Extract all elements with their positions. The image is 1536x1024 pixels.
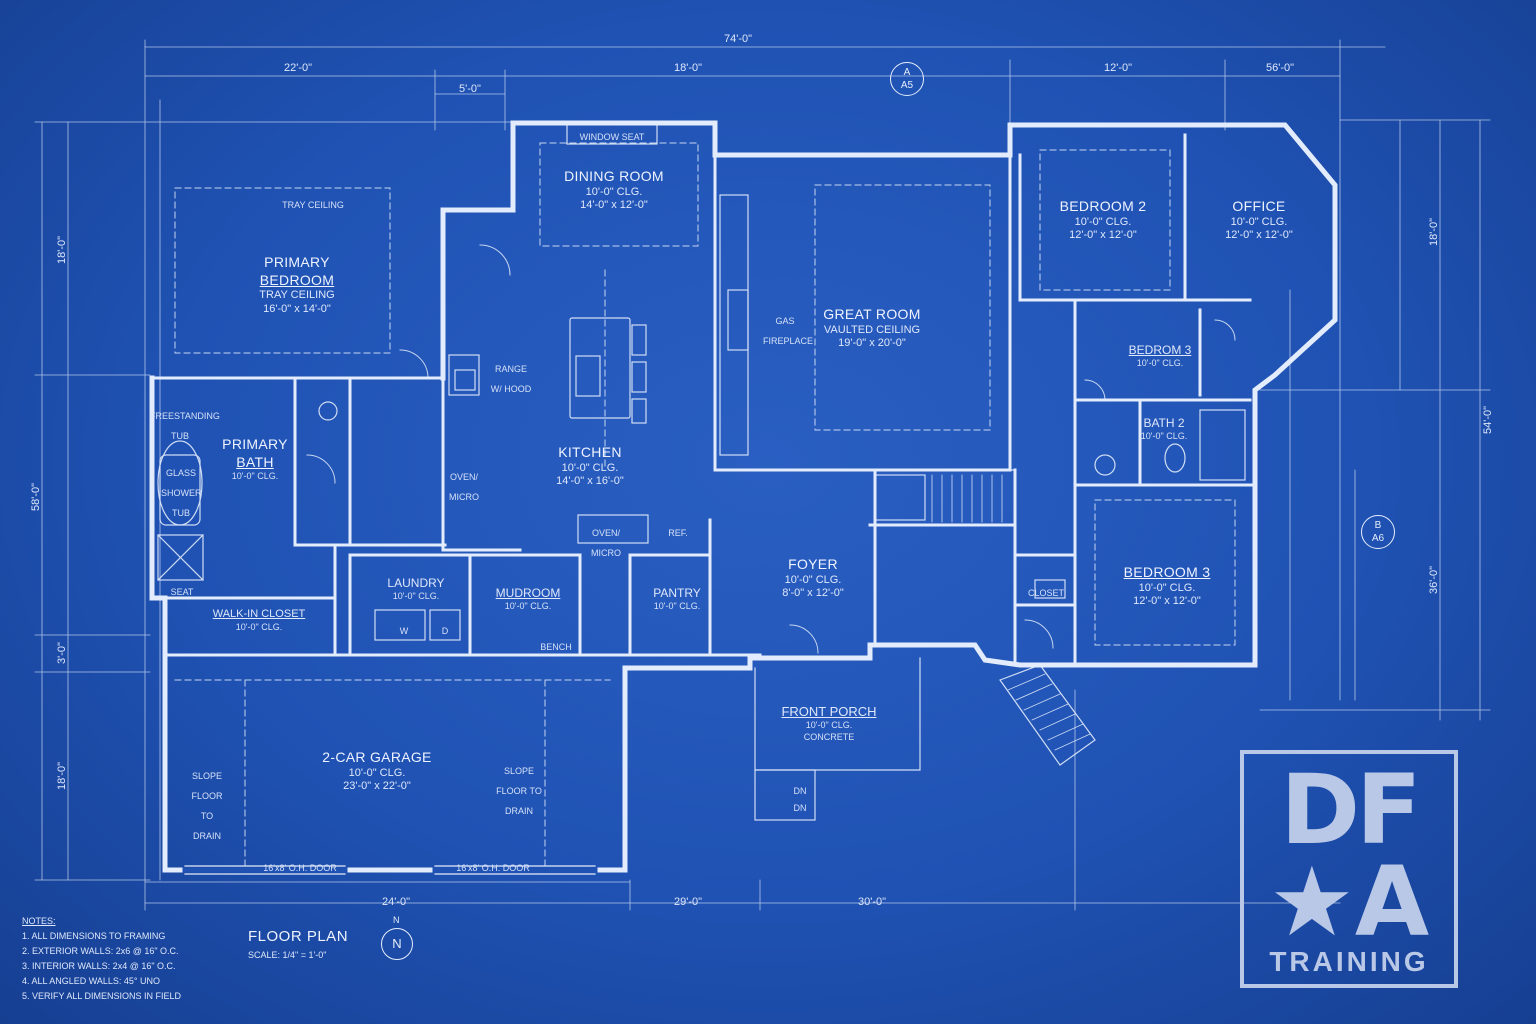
- room-pantry: PANTRY 10'-0" CLG.: [653, 586, 701, 611]
- ceiling-lines: [174, 142, 1236, 866]
- dim-top-4: 56'-0": [1265, 62, 1295, 74]
- room-mudroom: MUDROOM 10'-0" CLG.: [495, 586, 561, 611]
- exterior-walls: [149, 120, 1338, 873]
- room-bedroom-3-upper: BEDROM 3 10'-0" CLG.: [1128, 343, 1192, 368]
- notes-heading: NOTES:: [22, 916, 56, 926]
- interior-walls: [150, 133, 1257, 667]
- dim-left-1: 18'-0": [56, 235, 68, 265]
- glass-shower-label: GLASS SHOWER TUB: [161, 468, 202, 518]
- overall-depth-dim: 58'-0": [30, 482, 42, 512]
- porch-step-dn-2: DN: [793, 803, 807, 813]
- tray-ceiling-label: TRAY CEILING: [282, 200, 344, 210]
- floor-plan-title: FLOOR PLAN: [248, 928, 349, 945]
- dim-bottom-3: 30'-0": [857, 896, 887, 908]
- north-label: N: [393, 915, 400, 925]
- ref-label: REF.: [668, 528, 688, 538]
- dimension-lines: [34, 39, 1491, 911]
- note-item: 5. VERIFY ALL DIMENSIONS IN FIELD: [22, 991, 182, 1001]
- dim-bottom-2: 29'-0": [673, 896, 703, 908]
- dim-top-2: 18'-0": [673, 62, 703, 74]
- oven-micro-2-label: OVEN/ MICRO: [591, 528, 621, 558]
- fixtures: [157, 123, 1246, 821]
- dim-right-1: 18'-0": [1428, 217, 1440, 247]
- door-swings: [306, 244, 1236, 654]
- overall-right-dim: 54'-0": [1482, 405, 1494, 435]
- seat-label: SEAT: [170, 587, 194, 597]
- room-walkin-closet: WALK-IN CLOSET 10'-0" CLG.: [212, 608, 306, 632]
- room-garage: 2-CAR GARAGE 10'-0" CLG. 23'-0" x 22'-0": [322, 749, 432, 793]
- floor-plan-scale: SCALE: 1/4" = 1'-0": [248, 950, 327, 960]
- overall-width-dim: 74'-0": [723, 33, 753, 45]
- oven-micro-label: OVEN/ MICRO: [449, 472, 479, 502]
- room-dining: DINING ROOM 10'-0" CLG. 14'-0" x 12'-0": [564, 168, 664, 212]
- window-seat-label: WINDOW SEAT: [579, 132, 645, 142]
- note-item: 1. ALL DIMENSIONS TO FRAMING: [22, 931, 166, 941]
- room-foyer: FOYER 10'-0" CLG. 8'-0" x 12'-0": [782, 556, 844, 600]
- dim-left-2: 3'-0": [56, 642, 68, 664]
- garage-door-1-label: 16'x8' O.H. DOOR: [263, 863, 337, 873]
- dfa-training-logo: DF ★A TRAINING: [1240, 750, 1458, 988]
- garage-door-2-label: 16'x8' O.H. DOOR: [456, 863, 530, 873]
- note-item: 4. ALL ANGLED WALLS: 45° UNO: [22, 976, 160, 986]
- gas-fireplace-label: GAS FIREPLACE: [763, 316, 814, 346]
- dim-top-3: 12'-0": [1103, 62, 1133, 74]
- range-hood-label: RANGE W/ HOOD: [490, 364, 532, 394]
- dim-right-2: 36'-0": [1428, 565, 1440, 595]
- dim-top-5: 5'-0": [459, 83, 481, 95]
- washer-label: W: [399, 626, 409, 636]
- room-laundry: LAUNDRY 10'-0" CLG.: [387, 576, 445, 601]
- garage-door-lines: [184, 865, 596, 875]
- notes-block: NOTES: 1. ALL DIMENSIONS TO FRAMING 2. E…: [22, 914, 181, 1004]
- room-bath-2: BATH 2 10'-0" CLG.: [1140, 416, 1188, 441]
- room-great-room: GREAT ROOM VAULTED CEILING 19'-0" x 20'-…: [823, 306, 921, 350]
- garage-slope-left: SLOPE FLOOR TO DRAIN: [191, 771, 223, 841]
- note-item: 3. INTERIOR WALLS: 2x4 @ 16" O.C.: [22, 961, 176, 971]
- room-bedroom-2: BEDROOM 2 10'-0" CLG. 12'-0" x 12'-0": [1059, 198, 1147, 242]
- dryer-label: D: [441, 626, 449, 636]
- room-office: OFFICE 10'-0" CLG. 12'-0" x 12'-0": [1225, 198, 1293, 242]
- dim-top-1: 22'-0": [283, 62, 313, 74]
- room-primary-bath: PRIMARY BATH 10'-0" CLG.: [222, 436, 288, 481]
- closet-label: CLOSET: [1027, 588, 1065, 598]
- dim-bottom-1: 24'-0": [381, 896, 411, 908]
- room-primary-bedroom: PRIMARY BEDROOM TRAY CEILING 16'-0" x 14…: [259, 254, 335, 315]
- garage-slope-right: SLOPE FLOOR TO DRAIN: [496, 766, 542, 816]
- note-item: 2. EXTERIOR WALLS: 2x6 @ 16" O.C.: [22, 946, 179, 956]
- room-kitchen: KITCHEN 10'-0" CLG. 14'-0" x 16'-0": [556, 444, 624, 488]
- north-arrow-icon: N: [381, 928, 413, 960]
- porch-step-dn-1: DN: [793, 786, 807, 796]
- bench-label: BENCH: [540, 642, 572, 652]
- dim-left-3: 18'-0": [56, 761, 68, 791]
- room-bedroom-3: BEDROOM 3 10'-0" CLG. 12'-0" x 12'-0": [1123, 564, 1211, 608]
- freestanding-tub-label: FREESTANDING TUB: [150, 411, 220, 441]
- room-front-porch: FRONT PORCH 10'-0" CLG. CONCRETE: [781, 704, 877, 742]
